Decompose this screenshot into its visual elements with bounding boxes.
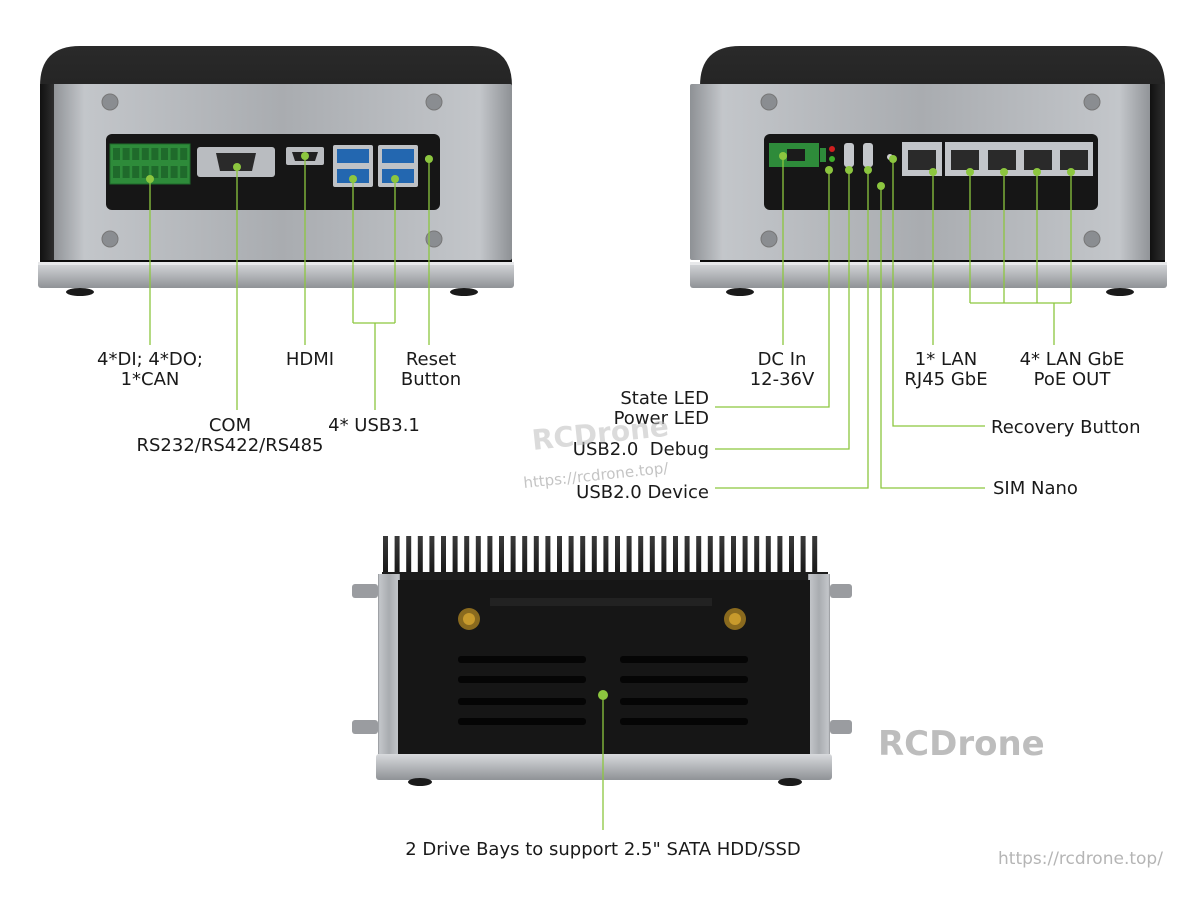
front-view-device — [38, 46, 514, 296]
label-lan-poe-line2: PoE OUT — [1034, 369, 1112, 390]
label-usb2-device: USB2.0 Device — [576, 482, 709, 503]
label-dc-in-line1: DC In — [758, 349, 807, 370]
label-hdmi: HDMI — [286, 349, 334, 370]
label-lan-poe-line1: 4* LAN GbE — [1020, 349, 1125, 370]
leader-lines — [149, 156, 1072, 830]
power-led — [829, 156, 835, 162]
label-reset-line1: Reset — [406, 349, 456, 370]
usb2-debug-port — [844, 143, 854, 167]
label-dio-can-line2: 1*CAN — [121, 369, 180, 390]
label-usb31: 4* USB3.1 — [328, 415, 420, 436]
label-lan-line2: RJ45 GbE — [904, 369, 987, 390]
watermark-url-bottom: https://rcdrone.top/ — [998, 849, 1163, 869]
bottom-view-device — [352, 536, 852, 786]
state-led — [829, 146, 835, 152]
callout-dots — [146, 152, 1075, 700]
usb2-device-port — [863, 143, 873, 167]
dc-in-connector — [769, 143, 826, 167]
label-reset-line2: Button — [401, 369, 461, 390]
label-power-led: Power LED — [614, 408, 709, 429]
label-drive-bays: 2 Drive Bays to support 2.5" SATA HDD/SS… — [405, 839, 801, 860]
label-com-line1: COM — [209, 415, 251, 436]
rear-view-device — [690, 46, 1167, 296]
label-state-led: State LED — [620, 388, 709, 409]
label-recovery-button: Recovery Button — [991, 417, 1140, 438]
label-dio-can-line1: 4*DI; 4*DO; — [97, 349, 203, 370]
label-usb2-debug: USB2.0 Debug — [573, 439, 709, 460]
com-port — [197, 147, 275, 177]
watermark-brand-right: RCDrone — [878, 724, 1045, 764]
callout-labels: 4*DI; 4*DO; 1*CAN HDMI Reset Button COM … — [97, 349, 1140, 860]
label-lan-line1: 1* LAN — [915, 349, 977, 370]
usb31-ports — [333, 145, 418, 187]
label-dc-in-line2: 12-36V — [750, 369, 815, 390]
label-sim-nano: SIM Nano — [993, 478, 1078, 499]
label-com-line2: RS232/RS422/RS485 — [137, 435, 324, 456]
